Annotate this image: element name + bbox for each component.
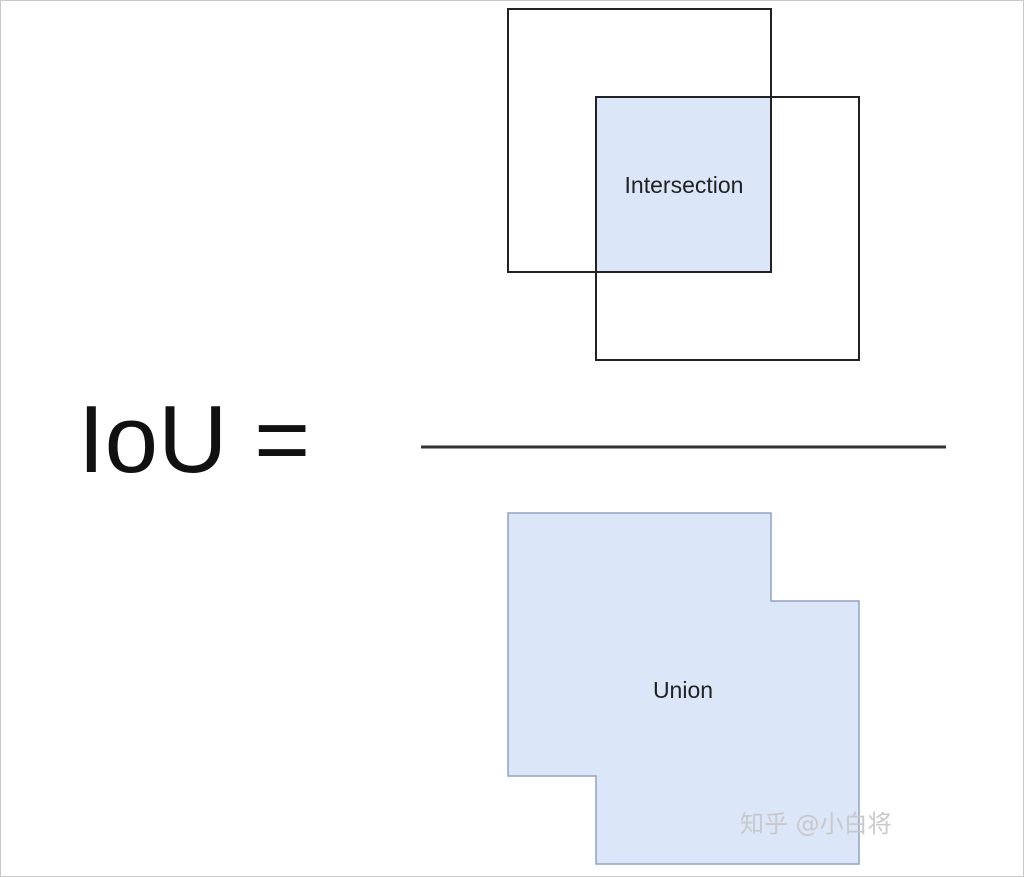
union-region	[507, 512, 860, 865]
denominator-diagram: Union	[507, 512, 860, 865]
intersection-label: Intersection	[625, 172, 744, 198]
numerator-diagram: Intersection	[507, 8, 860, 361]
watermark-text: 知乎 @小白将	[740, 810, 892, 838]
box-b	[595, 96, 860, 361]
formula-lhs: IoU =	[78, 386, 310, 493]
box-a	[507, 8, 772, 273]
union-label: Union	[653, 677, 713, 703]
